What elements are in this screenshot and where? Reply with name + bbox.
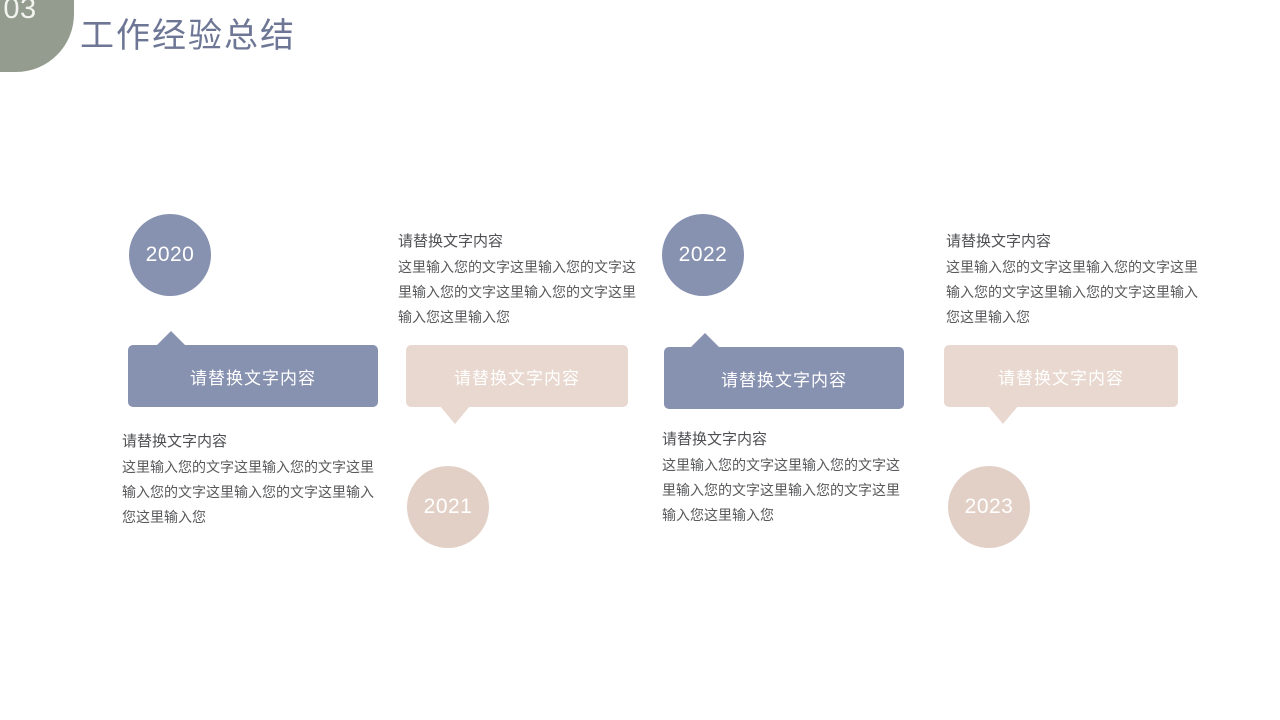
bubble-label: 请替换文字内容	[190, 368, 316, 388]
bubble-pointer-up-icon	[690, 333, 720, 348]
timeline-text-block-2022: 请替换文字内容 这里输入您的文字这里输入您的文字这里输入您的文字这里输入您的文字…	[662, 428, 906, 528]
bubble-label: 请替换文字内容	[454, 368, 580, 388]
timeline-text-block-2020: 请替换文字内容 这里输入您的文字这里输入您的文字这里输入您的文字这里输入您的文字…	[122, 430, 374, 530]
bubble-pointer-up-icon	[156, 331, 186, 346]
year-label: 2020	[145, 243, 195, 266]
year-label: 2022	[678, 243, 728, 266]
section-number-label: 03	[3, 0, 37, 25]
text-body: 这里输入您的文字这里输入您的文字这里输入您的文字这里输入您的文字这里输入您这里输…	[662, 457, 900, 523]
timeline-year-circle-2022[interactable]: 2022	[662, 214, 744, 296]
year-label: 2023	[964, 495, 1014, 518]
timeline-text-block-2021: 请替换文字内容 这里输入您的文字这里输入您的文字这里输入您的文字这里输入您的文字…	[398, 230, 636, 330]
text-title: 请替换文字内容	[122, 433, 228, 450]
timeline-year-circle-2023[interactable]: 2023	[948, 466, 1030, 548]
text-title: 请替换文字内容	[662, 431, 768, 448]
timeline-bubble-2022[interactable]: 请替换文字内容	[664, 333, 904, 409]
text-title: 请替换文字内容	[946, 233, 1052, 250]
text-body: 这里输入您的文字这里输入您的文字这里输入您的文字这里输入您的文字这里输入您这里输…	[122, 459, 374, 525]
timeline-text-block-2023: 请替换文字内容 这里输入您的文字这里输入您的文字这里输入您的文字这里输入您的文字…	[946, 230, 1202, 330]
page-title: 工作经验总结	[80, 17, 296, 55]
bubble-label: 请替换文字内容	[998, 368, 1124, 388]
text-body: 这里输入您的文字这里输入您的文字这里输入您的文字这里输入您的文字这里输入您这里输…	[398, 259, 636, 325]
timeline-bubble-2021[interactable]: 请替换文字内容	[406, 345, 628, 424]
timeline-year-circle-2021[interactable]: 2021	[407, 466, 489, 548]
text-body: 这里输入您的文字这里输入您的文字这里输入您的文字这里输入您的文字这里输入您这里输…	[946, 259, 1198, 325]
timeline-bubble-2023[interactable]: 请替换文字内容	[944, 345, 1178, 424]
bubble-label: 请替换文字内容	[721, 370, 847, 390]
text-title: 请替换文字内容	[398, 233, 504, 250]
bubble-pointer-down-icon	[440, 406, 470, 424]
year-label: 2021	[423, 495, 473, 518]
bubble-pointer-down-icon	[988, 406, 1018, 424]
slide-header: 03 工作经验总结	[0, 0, 1280, 90]
section-number-badge: 03	[0, 0, 74, 72]
timeline-year-circle-2020[interactable]: 2020	[129, 214, 211, 296]
timeline-bubble-2020[interactable]: 请替换文字内容	[128, 331, 378, 407]
